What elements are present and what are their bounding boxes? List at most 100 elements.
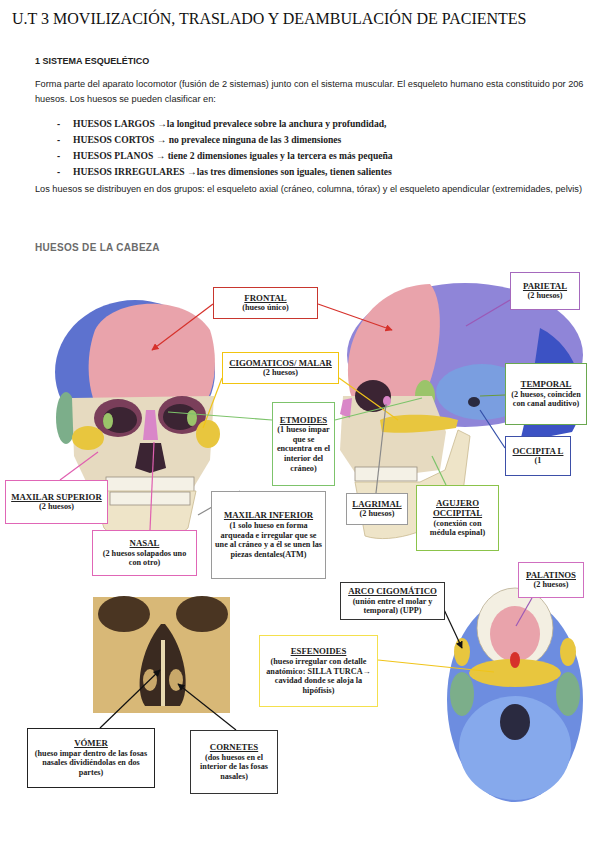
leader-lines [60,300,532,730]
box-body: (1 [535,456,542,466]
box-heading: NASAL [130,538,160,548]
teeth-arch [477,588,553,668]
label-box: FRONTAL(hueso único) [213,287,318,319]
leader-line [466,300,510,326]
inferior-skull [447,588,583,802]
zygomatic-arch [560,638,576,666]
label-box: MAXILAR SUPERIOR(2 huesos) [5,480,108,524]
label-box: NASAL(2 huesos solapados uno con otro) [92,530,197,576]
leader-line [480,410,505,448]
box-body: (1 solo hueso en forma arqueada e irregu… [215,521,322,560]
orbit [98,596,150,632]
box-body: (dos huesos en el interior de las fosas … [194,753,274,782]
box-body: (2 huesos) [360,509,395,519]
lower-teeth [110,492,190,505]
bullet-text: HUESOS IRREGULARES →las tres dimensiones… [73,166,392,177]
frontal-bone [89,304,215,404]
zygomatic-bone [196,420,220,448]
box-heading: ESFENOIDES [291,646,347,656]
bullet-dash: - [57,150,60,161]
foramen-magnum [500,704,530,740]
box-heading: PARIETAL [523,281,567,291]
nasal-bone [340,398,352,418]
bullet-text: HUESOS PLANOS → tiene 2 dimensiones igua… [73,150,393,161]
temporal-bone [450,672,474,716]
label-box: ETMOIDES(1 hueso impar que se encuentra … [272,402,335,486]
box-heading: CORNETES [210,742,258,752]
skull-base [447,598,583,802]
orbit [176,596,228,632]
bullet-dash: - [57,166,60,177]
box-heading: VÓMER [74,738,108,748]
box-body: (2 huesos) [528,291,563,301]
box-body: (hueso único) [242,303,289,313]
image-background [93,597,230,713]
upper-teeth [106,477,194,492]
leader-line [376,404,386,493]
vomer-bone [510,652,520,668]
concha [169,669,183,691]
leader-line [335,398,422,420]
leader-line [378,660,494,672]
nasal-cavity [135,443,166,473]
maxilla [72,396,214,490]
paragraph: Forma parte del aparato locomotor (fusió… [35,77,587,107]
box-heading: FRONTAL [244,293,286,303]
leader-line [152,304,213,350]
box-body: (2 huesos, coinciden con canal auditivo) [509,390,583,409]
section-heading: 1 SISTEMA ESQUELÉTICO [35,56,149,66]
teeth [355,467,417,481]
label-box: CORNETES(dos huesos en el interior de la… [190,730,278,794]
orbit-cavity [103,407,137,433]
label-box: ARCO CIGOMÁTICO(unión entre el molar y t… [340,582,445,620]
label-box: MAXILAR INFERIOR(1 solo hueso en forma a… [211,491,326,579]
leader-line [339,378,398,420]
bullet-text: HUESOS LARGOS →la longitud prevalece sob… [73,118,386,129]
sphenoid-part [187,410,197,426]
zygomatic-bone [72,426,104,450]
leader-line [150,442,154,530]
nasal-cavity-image [93,596,230,713]
subsection-heading: HUESOS DE LA CABEZA [35,242,160,253]
paragraph: Los huesos se distribuyen en dos grupos:… [35,182,587,197]
sphenoid-part [103,413,113,429]
occipital-bone [459,696,571,800]
box-heading: LAGRIMAL [352,499,401,509]
box-heading: ARCO CIGOMÁTICO [348,586,437,596]
label-box: VÓMER(hueso impar dentro de las fosas na… [27,728,155,788]
leader-line [178,684,236,730]
box-heading: CIGOMATICOS/ MALAR [229,358,332,368]
label-box: TEMPORAL(2 huesos, coinciden con canal a… [505,363,587,425]
bullet-text: HUESOS CORTOS → no prevalece ninguna de … [73,134,341,145]
label-box: PALATINOS(2 huesos) [518,562,584,598]
box-body: (hueso impar dentro de las fosas nasales… [31,749,151,778]
leader-line [480,395,505,396]
box-body: (conexión con médula espinal) [420,519,495,538]
box-heading: TEMPORAL [521,379,572,389]
lacrimal-bone [383,396,391,406]
box-body: (2 huesos) [534,580,569,590]
vomer-septum [161,640,165,706]
box-heading: MAXILAR INFERIOR [224,510,313,520]
box-heading: PALATINOS [526,570,576,580]
nasal-aperture [140,624,186,706]
box-heading: AGUJERO OCCIPITAL [420,498,495,519]
label-box: AGUJERO OCCIPITAL(conexión con médula es… [416,485,499,551]
label-box: ESFENOIDES(hueso irregular con detalle a… [259,635,378,707]
label-box: PARIETAL(2 huesos) [510,272,580,310]
temporal-bone [556,672,580,716]
bullet-dash: - [57,118,60,129]
zygomatic-arch [454,638,470,666]
bullet-dash: - [57,134,60,145]
ear-canal [468,397,480,407]
label-box: CIGOMATICOS/ MALAR(2 huesos) [222,352,339,384]
page-title: U.T 3 MOVILIZACIÓN, TRASLADO Y DEAMBULAC… [12,10,527,28]
box-body: (2 huesos) [39,502,74,512]
orbit-cavity [163,404,197,430]
leader-line [168,412,272,420]
leader-line [100,670,160,728]
nasal-bone [143,410,158,440]
